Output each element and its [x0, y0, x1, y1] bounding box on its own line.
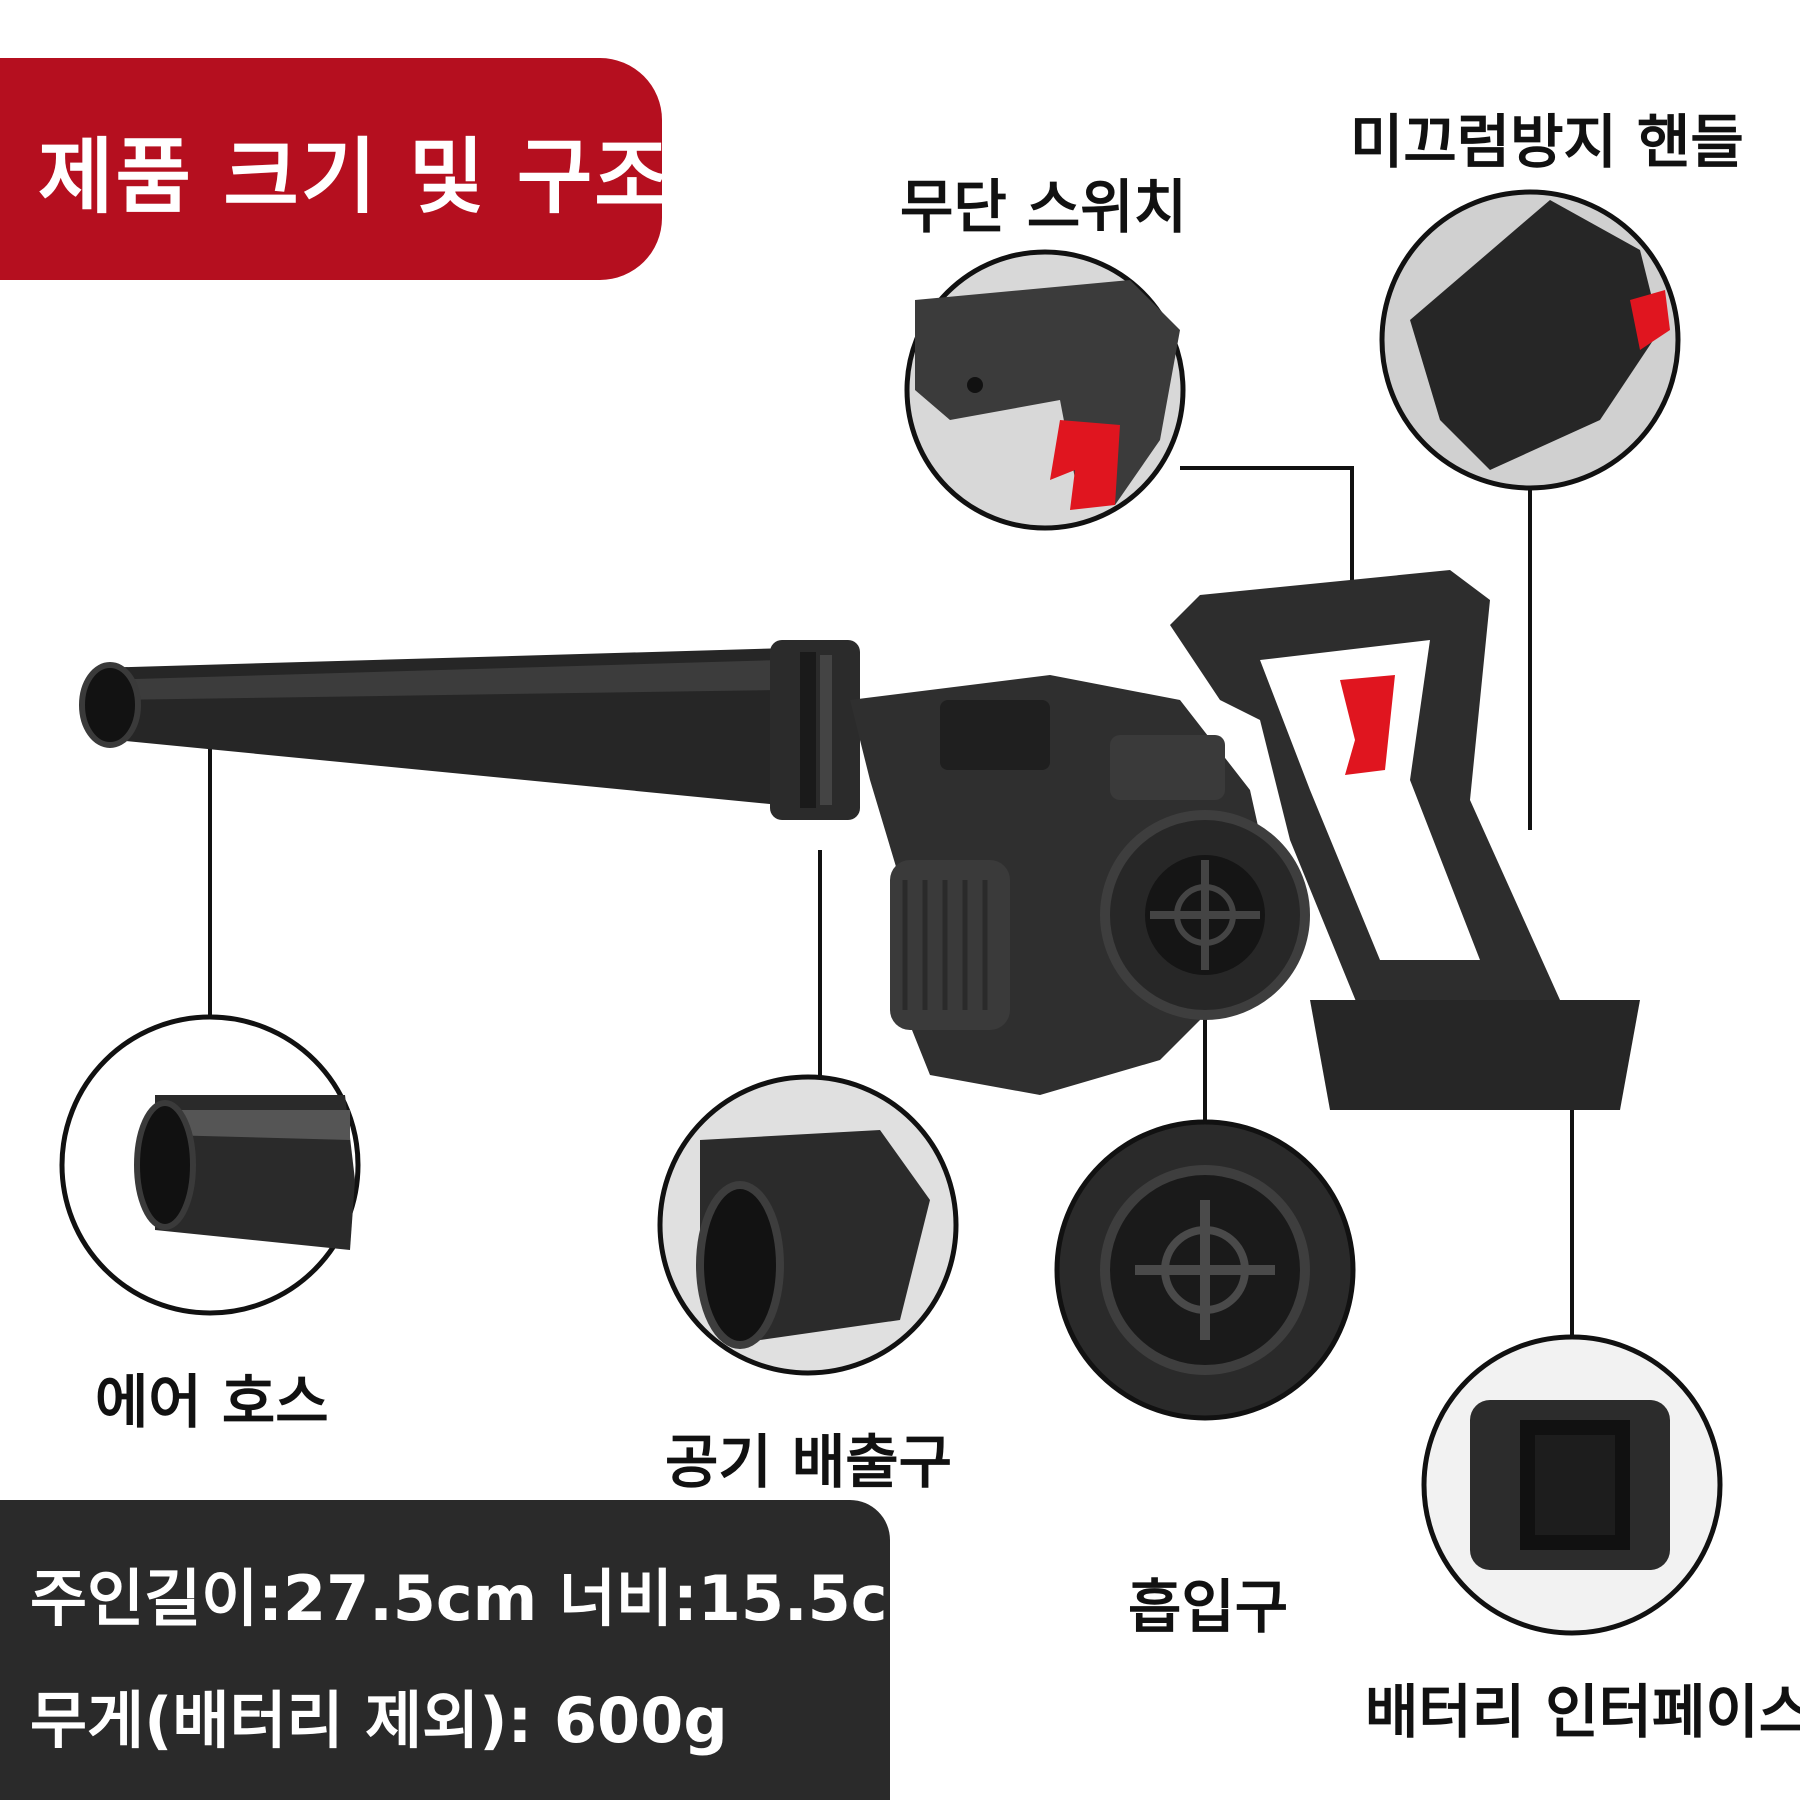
- spec-dimensions: 주인길이:27.5cm 너비:15.5cm: [30, 1562, 953, 1635]
- detail-hose: [59, 1014, 361, 1316]
- blower-nozzle: [79, 640, 860, 820]
- callout-intake: 흡입구: [1128, 1573, 1289, 1641]
- blower-body: [850, 675, 1310, 1095]
- spec-panel: 주인길이:27.5cm 너비:15.5cm 무게(배터리 제외): 600g: [0, 1500, 952, 1800]
- callout-hose: 에어 호스: [95, 1368, 329, 1436]
- detail-outlet: [657, 1074, 959, 1376]
- callout-switch: 무단 스위치: [900, 173, 1187, 241]
- detail-switch: [904, 249, 1186, 531]
- detail-battery: [1421, 1334, 1723, 1636]
- callout-battery: 배터리 인터페이스: [1365, 1678, 1800, 1746]
- detail-intake: [1054, 1119, 1356, 1421]
- page-title: 제품 크기 및 구조: [38, 130, 672, 225]
- blower-handle: [1170, 570, 1640, 1110]
- callout-outlet: 공기 배출구: [665, 1428, 952, 1496]
- spec-weight: 무게(배터리 제외): 600g: [30, 1684, 728, 1757]
- callout-handle: 미끄럼방지 핸들: [1350, 108, 1744, 176]
- title-banner: [0, 58, 662, 280]
- detail-handle: [1379, 189, 1681, 491]
